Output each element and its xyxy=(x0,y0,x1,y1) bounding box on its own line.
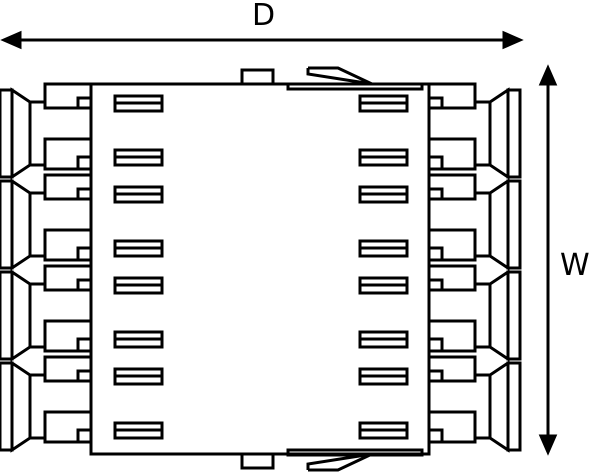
latch-top xyxy=(76,96,93,110)
right-terminal xyxy=(427,355,522,453)
end-plate xyxy=(506,88,522,179)
tab-top xyxy=(43,355,91,383)
width-dimension-arrow xyxy=(538,64,558,456)
tab-bottom xyxy=(429,319,477,353)
depth-label: D xyxy=(252,0,276,33)
width-label: W xyxy=(560,248,590,283)
end-plate xyxy=(506,361,522,452)
right-terminal xyxy=(427,264,522,362)
latch-top xyxy=(76,278,93,292)
tab-top xyxy=(43,82,91,110)
latch-top xyxy=(427,96,444,110)
end-plate xyxy=(506,179,522,270)
latch-bottom xyxy=(427,155,444,171)
end-plate xyxy=(0,88,14,179)
cup-flange xyxy=(488,87,510,180)
end-plate xyxy=(0,270,14,361)
end-plate xyxy=(0,179,14,270)
connector-modules xyxy=(0,82,522,453)
latch-top xyxy=(427,369,444,383)
tab-top xyxy=(43,173,91,201)
tab-top xyxy=(429,82,477,110)
left-terminal xyxy=(0,82,93,180)
latch-bottom xyxy=(76,337,93,353)
tab-bottom xyxy=(429,137,477,171)
cup-flange xyxy=(10,178,32,271)
connector-module xyxy=(0,173,522,271)
tab-bottom xyxy=(43,410,91,444)
left-terminal xyxy=(0,264,93,362)
latch-bottom xyxy=(76,155,93,171)
latch-bottom xyxy=(76,246,93,262)
latch-top xyxy=(76,369,93,383)
main-body xyxy=(89,66,431,472)
connector-module xyxy=(0,264,522,362)
latch-top xyxy=(76,187,93,201)
tab-top xyxy=(43,264,91,292)
latch-bottom xyxy=(76,428,93,444)
latch-top xyxy=(427,278,444,292)
tab-bottom xyxy=(43,137,91,171)
tab-top xyxy=(429,355,477,383)
tab-bottom xyxy=(43,228,91,262)
depth-dimension-arrow xyxy=(0,30,524,50)
cup-flange xyxy=(488,269,510,362)
left-terminal xyxy=(0,355,93,453)
right-terminal xyxy=(427,82,522,180)
end-plate xyxy=(506,270,522,361)
latch-bottom xyxy=(427,428,444,444)
left-terminal xyxy=(0,173,93,271)
end-plate xyxy=(0,361,14,452)
connector-module xyxy=(0,355,522,453)
tab-top xyxy=(429,264,477,292)
cup-flange xyxy=(10,360,32,453)
latch-top xyxy=(427,187,444,201)
cup-flange xyxy=(488,360,510,453)
tab-bottom xyxy=(43,319,91,353)
latch-bottom xyxy=(427,337,444,353)
cup-flange xyxy=(488,178,510,271)
tab-bottom xyxy=(429,228,477,262)
tab-top xyxy=(429,173,477,201)
cup-flange xyxy=(10,269,32,362)
cup-flange xyxy=(10,87,32,180)
latch-bottom xyxy=(427,246,444,262)
right-terminal xyxy=(427,173,522,271)
tab-bottom xyxy=(429,410,477,444)
connector-module xyxy=(0,82,522,180)
